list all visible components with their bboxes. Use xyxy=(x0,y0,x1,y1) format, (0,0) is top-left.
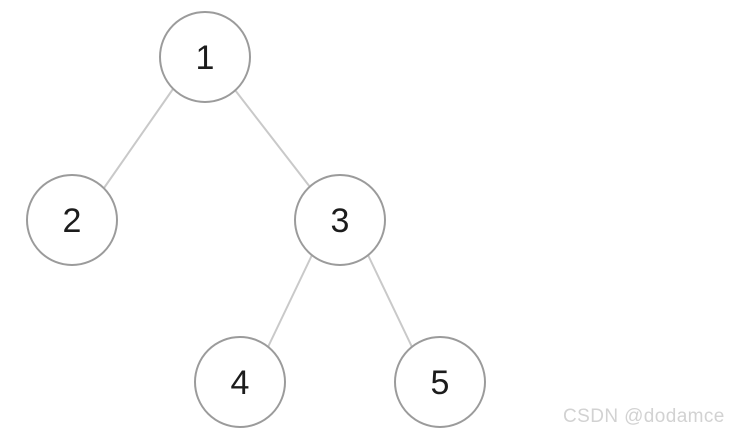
node-label: 3 xyxy=(331,202,350,240)
tree-node-3[interactable]: 3 xyxy=(294,174,386,266)
edge-1-to-3 xyxy=(234,89,311,188)
node-label: 4 xyxy=(231,364,250,402)
node-circle xyxy=(159,11,251,103)
node-label: 1 xyxy=(196,39,215,77)
node-group: 1 2 3 4 5 xyxy=(26,11,486,428)
tree-node-5[interactable]: 5 xyxy=(394,336,486,428)
tree-node-4[interactable]: 4 xyxy=(194,336,286,428)
node-label: 2 xyxy=(63,202,82,240)
tree-node-1[interactable]: 1 xyxy=(159,11,251,103)
edge-3-to-5 xyxy=(367,254,413,348)
tree-node-2[interactable]: 2 xyxy=(26,174,118,266)
node-label: 5 xyxy=(431,364,450,402)
node-circle xyxy=(394,336,486,428)
watermark-text: CSDN @dodamce xyxy=(563,406,725,427)
node-circle xyxy=(294,174,386,266)
node-circle xyxy=(194,336,286,428)
edge-group xyxy=(103,88,413,348)
node-circle xyxy=(26,174,118,266)
edge-1-to-2 xyxy=(103,88,174,189)
edge-3-to-4 xyxy=(267,254,313,348)
